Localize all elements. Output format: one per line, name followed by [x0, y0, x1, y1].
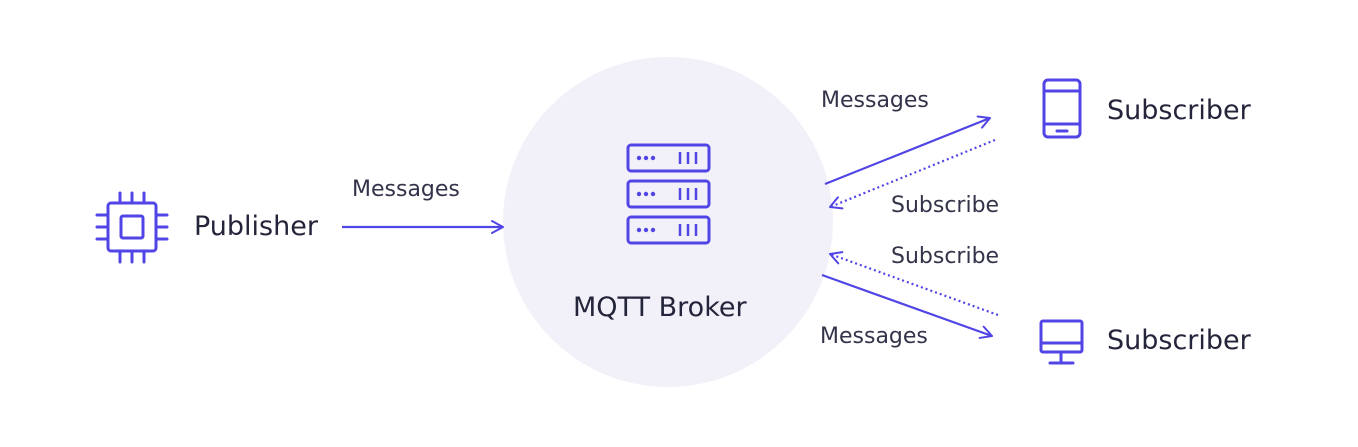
edge-label-publisher-to-broker: Messages [352, 177, 460, 202]
monitor-icon [1039, 319, 1084, 365]
publisher-label: Publisher [194, 211, 318, 242]
broker-circle [503, 57, 833, 387]
edge-label-broker-to-subscriber-2: Messages [820, 324, 928, 349]
subscriber-2-label: Subscriber [1107, 325, 1251, 356]
subscriber-1-label: Subscriber [1107, 95, 1251, 126]
edge-broker-to-subscriber-1 [824, 115, 991, 186]
edge-broker-to-subscriber-2 [821, 273, 993, 339]
server-rack-icon [626, 143, 711, 245]
broker-label: MQTT Broker [573, 292, 747, 323]
chip-icon [95, 191, 169, 264]
edge-label-subscriber-1-to-broker: Subscribe [891, 193, 1000, 218]
smartphone-icon [1042, 78, 1082, 139]
edge-label-subscriber-2-to-broker: Subscribe [891, 244, 1000, 269]
edge-label-broker-to-subscriber-1: Messages [821, 88, 929, 113]
